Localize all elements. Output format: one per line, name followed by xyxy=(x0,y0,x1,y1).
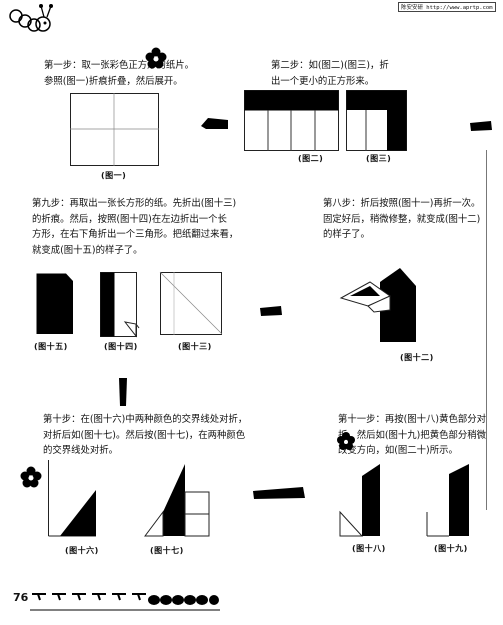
caption-figure-12: (图十二) xyxy=(400,353,434,362)
figure-14 xyxy=(100,272,140,338)
caterpillar-decoration-icon xyxy=(9,4,53,32)
step2-text: 第二步：如(图二)(图三)，折 出一个更小的正方形来。 xyxy=(271,60,389,87)
separator-mark-vertical xyxy=(119,378,127,406)
flower-icon xyxy=(337,432,355,450)
separator-mark xyxy=(470,121,492,131)
flower-icon xyxy=(20,466,42,488)
figure-2 xyxy=(244,90,339,151)
caption-figure-16: (图十六) xyxy=(65,546,99,555)
step11-text: 第十一步：再按(图十八)黄色部分对 折，然后如(图十九)把黄色部分稍微 改变方向… xyxy=(338,414,486,456)
step1-text: 第一步：取一张彩色正方形的纸片。 参照(图一)折痕折叠，然后展开。 xyxy=(44,60,195,87)
figure-17 xyxy=(144,464,210,537)
step10-text: 第十步：在(图十六)中两种颜色的交界线处对折， 对折后如(图十七)。然后按(图十… xyxy=(43,414,248,456)
caption-figure-3: (图三) xyxy=(366,154,392,163)
right-border-line xyxy=(486,150,487,510)
figure-16 xyxy=(48,460,96,537)
separator-mark xyxy=(260,306,282,316)
caption-figure-17: (图十七) xyxy=(150,546,184,555)
figure-1 xyxy=(70,93,159,166)
figure-12 xyxy=(339,268,416,342)
footer-decoration xyxy=(30,593,220,611)
figure-3 xyxy=(346,90,407,151)
caption-figure-2: (图二) xyxy=(298,154,324,163)
figure-13 xyxy=(159,271,223,335)
figure-19 xyxy=(426,464,469,537)
flower-icon xyxy=(145,47,167,69)
caption-figure-1: (图一) xyxy=(101,171,127,180)
step8-text: 第八步：折后按照(图十一)再折一次。 固定好后，稍微修整，就变成(图十二) 的样… xyxy=(323,198,481,240)
step9-text: 第九步：再取出一张长方形的纸。先折出(图十三) 的折痕。然后，按照(图十四)在左… xyxy=(32,198,239,256)
arrow-marker-icon xyxy=(201,118,228,129)
caption-figure-13: (图十三) xyxy=(178,342,212,351)
caption-figure-15: (图十五) xyxy=(34,342,68,351)
page-number: 76 xyxy=(13,591,29,604)
figure-15 xyxy=(36,273,73,334)
caption-figure-14: (图十四) xyxy=(104,342,138,351)
caption-figure-19: (图十九) xyxy=(434,544,468,553)
site-watermark: 陈安安研 http://www.aprtp.com xyxy=(398,2,496,12)
figure-18 xyxy=(339,464,380,537)
caption-figure-18: (图十八) xyxy=(352,544,386,553)
separator-mark xyxy=(253,487,305,499)
